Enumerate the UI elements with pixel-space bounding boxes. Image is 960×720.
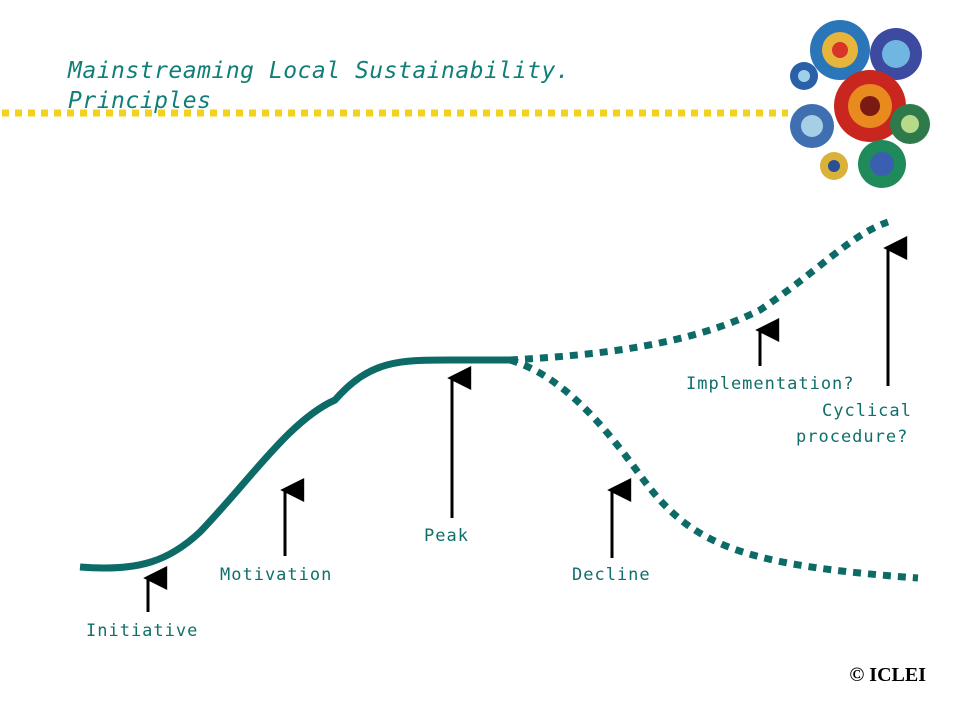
label-cyclical-line1: Cyclical [822, 401, 912, 421]
lifecycle-curve-upper-dashed [509, 218, 890, 364]
iclei-spiral-logo-icon [790, 20, 930, 188]
label-peak: Peak [424, 526, 469, 546]
slide-title: Mainstreaming Local Sustainability. Prin… [68, 56, 570, 116]
lifecycle-curve-solid [79, 356, 510, 572]
label-implementation: Implementation? [686, 374, 855, 394]
label-decline: Decline [572, 565, 651, 585]
copyright-notice: © ICLEI [849, 664, 926, 686]
dotted-divider [2, 109, 788, 117]
label-initiative: Initiative [86, 621, 199, 641]
slide-title-line1: Mainstreaming Local Sustainability. [68, 58, 571, 84]
label-motivation: Motivation [220, 565, 333, 585]
lifecycle-curve-lower-dashed [508, 356, 919, 582]
label-cyclical-line2: procedure? [796, 427, 909, 447]
